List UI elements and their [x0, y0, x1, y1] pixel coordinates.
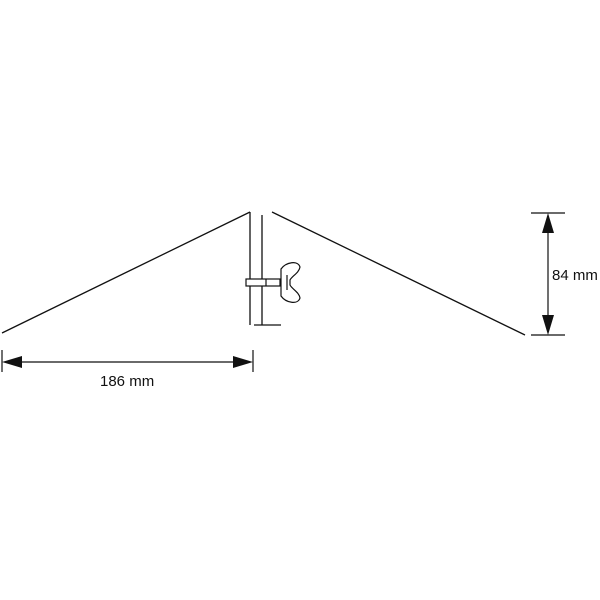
width-dimension	[1, 350, 254, 372]
right-panel	[254, 211, 526, 336]
wing-nut-icon	[245, 262, 301, 303]
left-panel	[1, 211, 251, 334]
height-dimension	[531, 212, 565, 336]
width-label: 186 mm	[100, 373, 154, 390]
height-label: 84 mm	[552, 267, 598, 284]
